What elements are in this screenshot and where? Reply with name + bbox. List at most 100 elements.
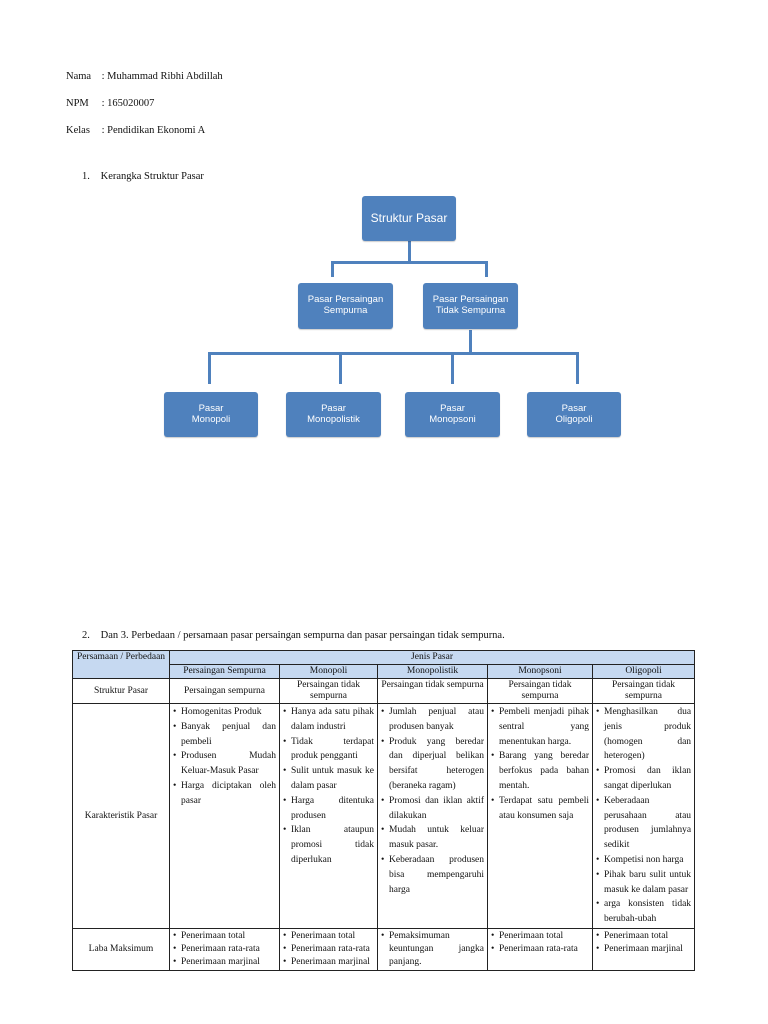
cell-laba-monopoli: Penerimaan total Penerimaan rata-rata Pe… xyxy=(279,927,378,971)
connector-to-left xyxy=(331,261,334,277)
cell-karakteristik-oligopoli: Menghasilkan dua jenis produk (homogen d… xyxy=(591,703,696,929)
class-row: Kelas : Pendidikan Ekonomi A xyxy=(66,117,223,144)
list-item: Produsen Mudah Keluar-Masuk Pasar xyxy=(173,749,276,779)
connector-to-leaf-4 xyxy=(576,352,579,384)
row-label-laba: Laba Maksimum xyxy=(72,927,170,971)
list-item: Mudah untuk keluar masuk pasar. xyxy=(381,823,484,853)
table-row-laba: Laba Maksimum Penerimaan total Penerimaa… xyxy=(72,927,696,971)
corner-header: Persamaan / Perbedaan xyxy=(72,650,170,679)
name-value: : Muhammad Ribhi Abdillah xyxy=(101,71,223,82)
cell-karakteristik-monopolistik: Jumlah penjual atau produsen banyak Prod… xyxy=(377,703,488,929)
cell-struktur-oligopoli: Persaingan tidak sempurna xyxy=(591,678,696,704)
node-persaingan-tidak-sempurna-label: Pasar Persaingan Tidak Sempurna xyxy=(432,294,509,316)
node-monopsoni-label: Pasar Monopsoni xyxy=(429,402,476,425)
cell-laba-oligopoli: Penerimaan total Penerimaan marjinal xyxy=(591,927,696,971)
list-item: Terdapat satu pembeli atau konsumen saja xyxy=(491,794,589,824)
node-struktur-pasar: Struktur Pasar xyxy=(362,196,456,241)
list-item: Keberadaan produsen bisa mempengaruhi ha… xyxy=(381,853,484,897)
node-monopoli: Pasar Monopoli xyxy=(164,392,258,437)
connector-level2-bar xyxy=(331,261,488,264)
row-label-karakteristik: Karakteristik Pasar xyxy=(72,703,170,929)
node-persaingan-sempurna-label: Pasar Persaingan Sempurna xyxy=(307,294,384,316)
col-header-monopolistik: Monopolistik xyxy=(377,664,488,679)
student-identity: Nama : Muhammad Ribhi Abdillah NPM : 165… xyxy=(66,63,223,144)
section-2-heading: 2. Dan 3. Perbedaan / persamaan pasar pe… xyxy=(82,630,505,641)
section-1-number: 1. xyxy=(82,171,90,182)
node-monopsoni: Pasar Monopsoni xyxy=(405,392,500,437)
list-item: Penerimaan total xyxy=(491,930,589,943)
connector-to-leaf-2 xyxy=(339,352,342,384)
class-value: : Pendidikan Ekonomi A xyxy=(101,125,206,136)
npm-row: NPM : 165020007 xyxy=(66,90,223,117)
col-header-oligopoli: Oligopoli xyxy=(591,664,696,679)
node-monopolistik: Pasar Monopolistik xyxy=(286,392,381,437)
node-oligopoli-label: Pasar Oligopoli xyxy=(555,402,593,425)
list-item: Jumlah penjual atau produsen banyak xyxy=(381,705,484,735)
list-item: Penerimaan rata-rata xyxy=(173,943,276,956)
list-item: Penerimaan rata-rata xyxy=(491,943,589,956)
cell-struktur-sempurna: Persaingan sempurna xyxy=(169,678,280,704)
section-1-heading: 1. Kerangka Struktur Pasar xyxy=(82,171,204,182)
list-item: Homogenitas Produk xyxy=(173,705,276,720)
connector-leaves-bar xyxy=(208,352,579,355)
list-item: Harga diciptakan oleh pasar xyxy=(173,779,276,809)
list-item: Pemaksimuman keuntungan jangka panjang. xyxy=(381,930,484,969)
list-item: Penerimaan total xyxy=(596,930,691,943)
node-monopolistik-label: Pasar Monopolistik xyxy=(307,402,360,425)
list-item: arga konsisten tidak berubah-ubah xyxy=(596,897,691,927)
cell-karakteristik-monopoli: Hanya ada satu pihak dalam industri Tida… xyxy=(279,703,378,929)
cell-struktur-monopsoni: Persaingan tidak sempurna xyxy=(487,678,593,704)
group-header: Jenis Pasar xyxy=(168,650,696,665)
connector-to-leaf-1 xyxy=(208,352,211,384)
list-item: Promosi dan iklan sangat diperlukan xyxy=(596,764,691,794)
list-item: Penerimaan total xyxy=(283,930,374,943)
node-oligopoli: Pasar Oligopoli xyxy=(527,392,621,437)
connector-root-down xyxy=(408,241,411,263)
list-item: Harga ditentuka produsen xyxy=(283,794,374,824)
list-item: Promosi dan iklan aktif dilakukan xyxy=(381,794,484,824)
list-item: Barang yang beredar berfokus pada bahan … xyxy=(491,749,589,793)
name-row: Nama : Muhammad Ribhi Abdillah xyxy=(66,63,223,90)
cell-karakteristik-sempurna: Homogenitas Produk Banyak penjual dan pe… xyxy=(169,703,280,929)
cell-laba-monopolistik: Pemaksimuman keuntungan jangka panjang. xyxy=(377,927,488,971)
col-header-monopoli: Monopoli xyxy=(279,664,378,679)
list-item: Keberadaan perusahaan atau produsen juml… xyxy=(596,794,691,853)
table-header-row-2: Persaingan Sempurna Monopoli Monopolisti… xyxy=(73,664,696,679)
cell-laba-sempurna: Penerimaan total Penerimaan rata-rata Pe… xyxy=(169,927,280,971)
list-item: Tidak terdapat produk pengganti xyxy=(283,735,374,765)
class-label: Kelas xyxy=(66,125,90,136)
connector-to-leaf-3 xyxy=(451,352,454,384)
cell-karakteristik-monopsoni: Pembeli menjadi pihak sentral yang menen… xyxy=(487,703,593,929)
section-1-title: Kerangka Struktur Pasar xyxy=(100,171,204,182)
list-item: Pembeli menjadi pihak sentral yang menen… xyxy=(491,705,589,749)
col-header-monopsoni: Monopsoni xyxy=(487,664,593,679)
list-item: Produk yang beredar dan diperjual belika… xyxy=(381,735,484,794)
node-struktur-pasar-label: Struktur Pasar xyxy=(370,210,448,225)
list-item: Penerimaan marjinal xyxy=(173,956,276,969)
name-label: Nama xyxy=(66,71,92,82)
list-item: Hanya ada satu pihak dalam industri xyxy=(283,705,374,735)
col-header-persaingan-sempurna: Persaingan Sempurna xyxy=(169,664,280,679)
list-item: Iklan ataupun promosi tidak diperlukan xyxy=(283,823,374,867)
row-label-struktur: Struktur Pasar xyxy=(72,678,170,704)
list-item: Menghasilkan dua jenis produk (homogen d… xyxy=(596,705,691,764)
list-item: Kompetisi non harga xyxy=(596,853,691,868)
list-item: Pihak baru sulit untuk masuk ke dalam pa… xyxy=(596,868,691,898)
npm-value: : 165020007 xyxy=(101,98,155,109)
table-row-karakteristik: Karakteristik Pasar Homogenitas Produk B… xyxy=(72,703,696,929)
list-item: Penerimaan marjinal xyxy=(283,956,374,969)
cell-laba-monopsoni: Penerimaan total Penerimaan rata-rata xyxy=(487,927,593,971)
npm-label: NPM xyxy=(66,98,89,109)
node-persaingan-tidak-sempurna: Pasar Persaingan Tidak Sempurna xyxy=(423,283,518,329)
node-persaingan-sempurna: Pasar Persaingan Sempurna xyxy=(298,283,393,329)
comparison-table: Persamaan / Perbedaan Jenis Pasar Persai… xyxy=(72,650,696,971)
cell-struktur-monopoli: Persaingan tidak sempurna xyxy=(279,678,378,704)
list-item: Penerimaan marjinal xyxy=(596,943,691,956)
table-header-row-1: Persamaan / Perbedaan Jenis Pasar xyxy=(72,650,696,679)
connector-to-right xyxy=(485,261,488,277)
list-item: Banyak penjual dan pembeli xyxy=(173,720,276,750)
connector-right-down xyxy=(469,330,472,354)
section-2-number: 2. xyxy=(82,630,90,641)
table-row-struktur: Struktur Pasar Persaingan sempurna Persa… xyxy=(72,678,696,704)
node-monopoli-label: Pasar Monopoli xyxy=(191,402,231,425)
